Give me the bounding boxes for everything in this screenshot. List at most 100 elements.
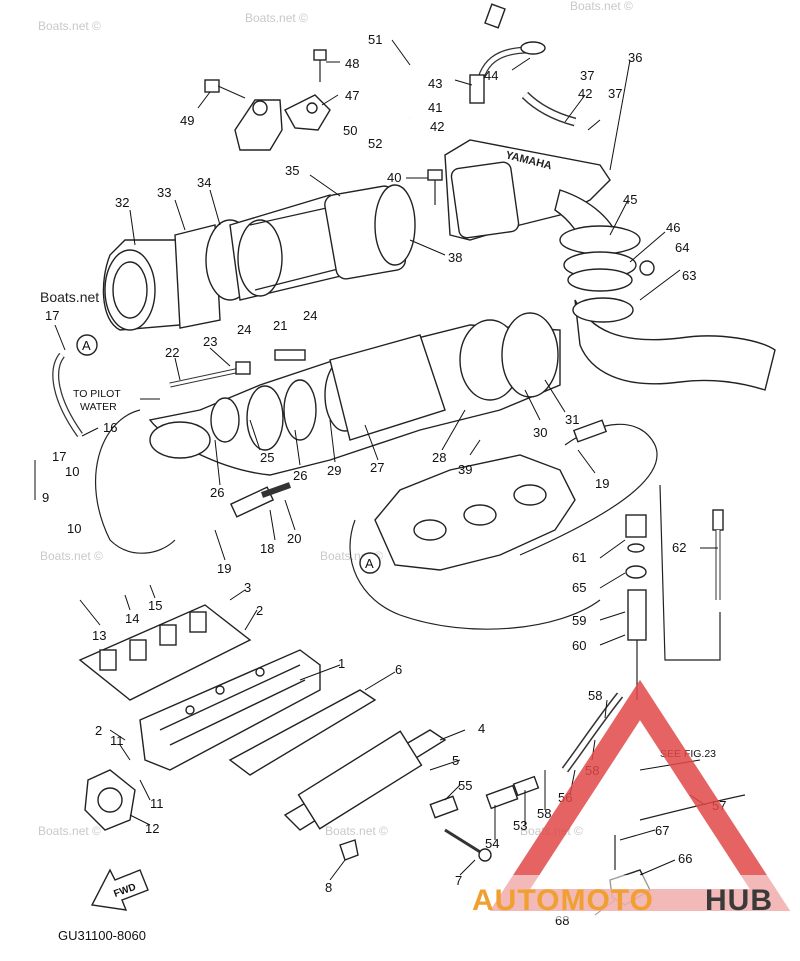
callout-21: 21	[273, 318, 287, 333]
watermark-dark: Boats.net	[40, 289, 99, 305]
upper-hoses	[204, 3, 577, 205]
callout-4: 4	[478, 721, 485, 736]
callout-8: 8	[325, 880, 332, 895]
callout-6: 6	[395, 662, 402, 677]
callout-26: 26	[210, 485, 224, 500]
callout-15: 15	[148, 598, 162, 613]
callout-65: 65	[572, 580, 586, 595]
callout-34: 34	[197, 175, 211, 190]
callout-31: 31	[565, 412, 579, 427]
callout-32: 32	[115, 195, 129, 210]
automotohub-logo: AUTOMOTO HUB	[470, 679, 800, 919]
fwd-arrow-icon: FWD	[90, 868, 149, 911]
callout-27: 27	[370, 460, 384, 475]
callout-28: 28	[432, 450, 446, 465]
callout-52: 52	[368, 136, 382, 151]
callout-36: 36	[628, 50, 642, 65]
exhaust-chamber: YAMAHA	[444, 139, 621, 256]
callout-66: 66	[678, 851, 692, 866]
callout-19: 19	[595, 476, 609, 491]
diagram-code: GU31100-8060	[58, 928, 146, 943]
callout-22: 22	[165, 345, 179, 360]
callout-49: 49	[180, 113, 194, 128]
callout-16: 16	[103, 420, 117, 435]
callout-40: 40	[387, 170, 401, 185]
callout-3: 3	[244, 580, 251, 595]
watermark: Boats.net ©	[38, 19, 101, 33]
callout-61: 61	[572, 550, 586, 565]
callout-62: 62	[672, 540, 686, 555]
callout-30: 30	[533, 425, 547, 440]
callout-9: 9	[42, 490, 49, 505]
callout-7: 7	[455, 873, 462, 888]
callout-60: 60	[572, 638, 586, 653]
callout-5: 5	[452, 753, 459, 768]
callout-58: 58	[588, 688, 602, 703]
callout-59: 59	[572, 613, 586, 628]
callout-14: 14	[125, 611, 139, 626]
callout-29: 29	[327, 463, 341, 478]
callout-42: 42	[578, 86, 592, 101]
callout-24: 24	[303, 308, 317, 323]
watermark: Boats.net ©	[570, 0, 633, 13]
callouts: 51 48 44 36 37 37 43 42 41 42 47 49 50 5…	[42, 32, 726, 928]
watermark: Boats.net ©	[40, 549, 103, 563]
hose-joint	[559, 225, 776, 391]
callout-1: 1	[338, 656, 345, 671]
callout-37: 37	[580, 68, 594, 83]
callout-54: 54	[485, 836, 499, 851]
callout-11: 11	[110, 733, 124, 748]
exhaust-manifold	[78, 604, 321, 831]
watermark: Boats.net ©	[245, 11, 308, 25]
callout-51: 51	[368, 32, 382, 47]
callout-35: 35	[285, 163, 299, 178]
callout-42: 42	[430, 119, 444, 134]
gaskets	[228, 689, 447, 831]
callout-11: 11	[150, 796, 164, 811]
callout-41: 41	[428, 100, 442, 115]
callout-26: 26	[293, 468, 307, 483]
callout-55: 55	[458, 778, 472, 793]
right-fittings	[625, 484, 724, 700]
reference-marks: A A	[76, 334, 381, 574]
lower-muffler	[52, 312, 658, 556]
callout-19: 19	[217, 561, 231, 576]
callout-33: 33	[157, 185, 171, 200]
engine-block-outline	[349, 454, 601, 630]
callout-48: 48	[345, 56, 359, 71]
callout-45: 45	[623, 192, 637, 207]
callout-53: 53	[513, 818, 527, 833]
callout-10: 10	[67, 521, 81, 536]
callout-64: 64	[675, 240, 689, 255]
callout-13: 13	[92, 628, 106, 643]
callout-2: 2	[256, 603, 263, 618]
callout-38: 38	[448, 250, 462, 265]
callout-20: 20	[287, 531, 301, 546]
callout-39: 39	[458, 462, 472, 477]
callout-17: 17	[45, 308, 59, 323]
callout-43: 43	[428, 76, 442, 91]
callout-2: 2	[95, 723, 102, 738]
callout-24: 24	[237, 322, 251, 337]
logo-text-hub: HUB	[705, 884, 773, 917]
callout-58: 58	[537, 806, 551, 821]
note-pilot-water: TO PILOT	[73, 388, 121, 400]
watermark: Boats.net ©	[38, 824, 101, 838]
callout-37: 37	[608, 86, 622, 101]
logo-text-automoto: AUTOMOTO	[472, 884, 654, 917]
callout-63: 63	[682, 268, 696, 283]
leader-lines	[34, 39, 718, 916]
watermark: Boats.net ©	[325, 824, 388, 838]
ref-mark-a: A	[365, 556, 374, 571]
callout-44: 44	[484, 68, 498, 83]
callout-46: 46	[666, 220, 680, 235]
note-pilot-water: WATER	[80, 401, 117, 413]
callout-25: 25	[260, 450, 274, 465]
callout-67: 67	[655, 823, 669, 838]
callout-23: 23	[203, 334, 217, 349]
callout-10: 10	[65, 464, 79, 479]
lower-right-parts	[339, 692, 746, 906]
callout-47: 47	[345, 88, 359, 103]
upper-muffler	[102, 184, 416, 331]
callout-17: 17	[52, 449, 66, 464]
